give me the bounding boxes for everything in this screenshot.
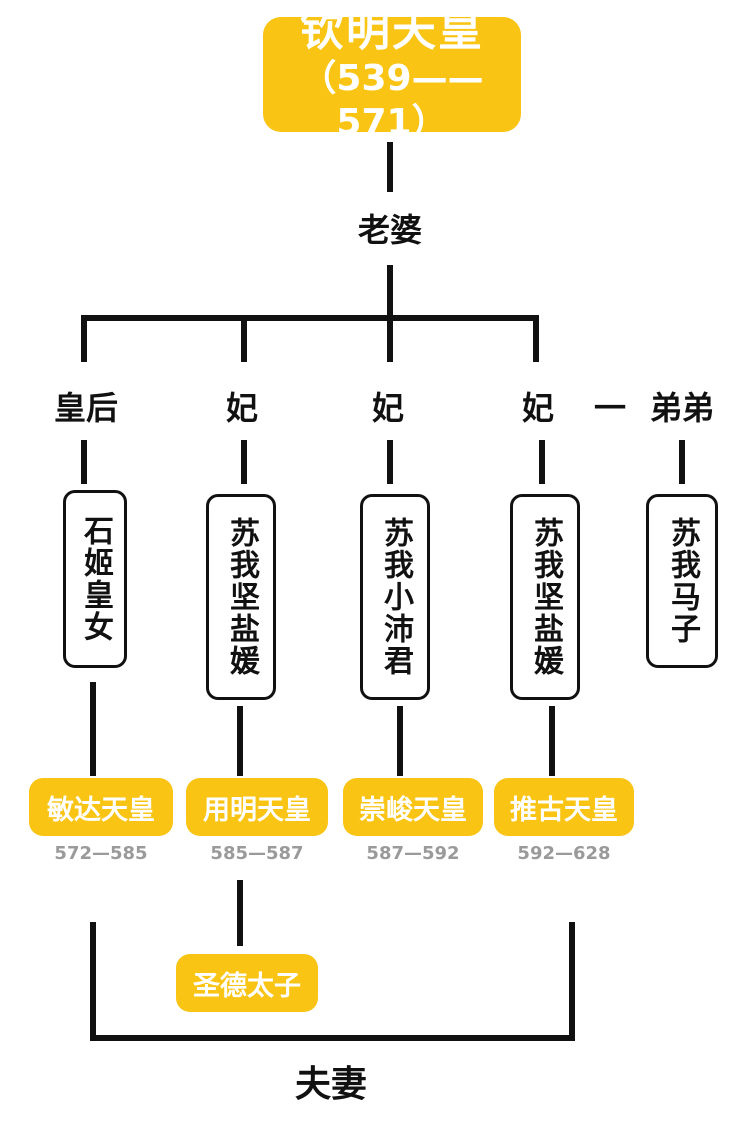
- emperor-years-4: 592—628: [517, 843, 611, 864]
- person-box-1: 石姬皇女: [63, 490, 127, 668]
- rank-consort-2: 妃: [371, 389, 404, 427]
- top-emperor-box: 钦明天皇 （539——571）: [263, 5, 521, 143]
- person-box-4: 苏我坚盐媛: [510, 494, 580, 700]
- person-box-5: 苏我马子: [646, 494, 718, 668]
- emperor-box-4: 推古天皇: [494, 778, 634, 836]
- person-box-2: 苏我坚盐媛: [206, 494, 276, 700]
- couple-label: 夫妻: [294, 1064, 367, 1105]
- couple-bracket: [90, 922, 575, 1041]
- emperor-box-1: 敏达天皇: [29, 778, 173, 836]
- rank-brother: 弟弟: [649, 389, 714, 427]
- horizontal-bar: [81, 315, 539, 362]
- emperor-box-2: 用明天皇: [186, 778, 328, 836]
- emperor-box-3: 崇峻天皇: [343, 778, 483, 836]
- rank-dash: 一: [593, 389, 626, 427]
- rank-consort-1: 妃: [225, 389, 258, 427]
- person-box-3: 苏我小沛君: [360, 494, 430, 700]
- rank-consort-3: 妃: [521, 389, 554, 427]
- prince-box: 圣德太子: [176, 954, 318, 1012]
- top-emperor-years: （539——571）: [300, 57, 484, 143]
- emperor-years-1: 572—585: [54, 843, 148, 864]
- spouse-label: 老婆: [357, 211, 422, 249]
- rank-empress: 皇后: [53, 389, 118, 427]
- emperor-years-2: 585—587: [210, 843, 304, 864]
- emperor-years-3: 587—592: [366, 843, 460, 864]
- top-emperor-name: 钦明天皇: [300, 4, 484, 56]
